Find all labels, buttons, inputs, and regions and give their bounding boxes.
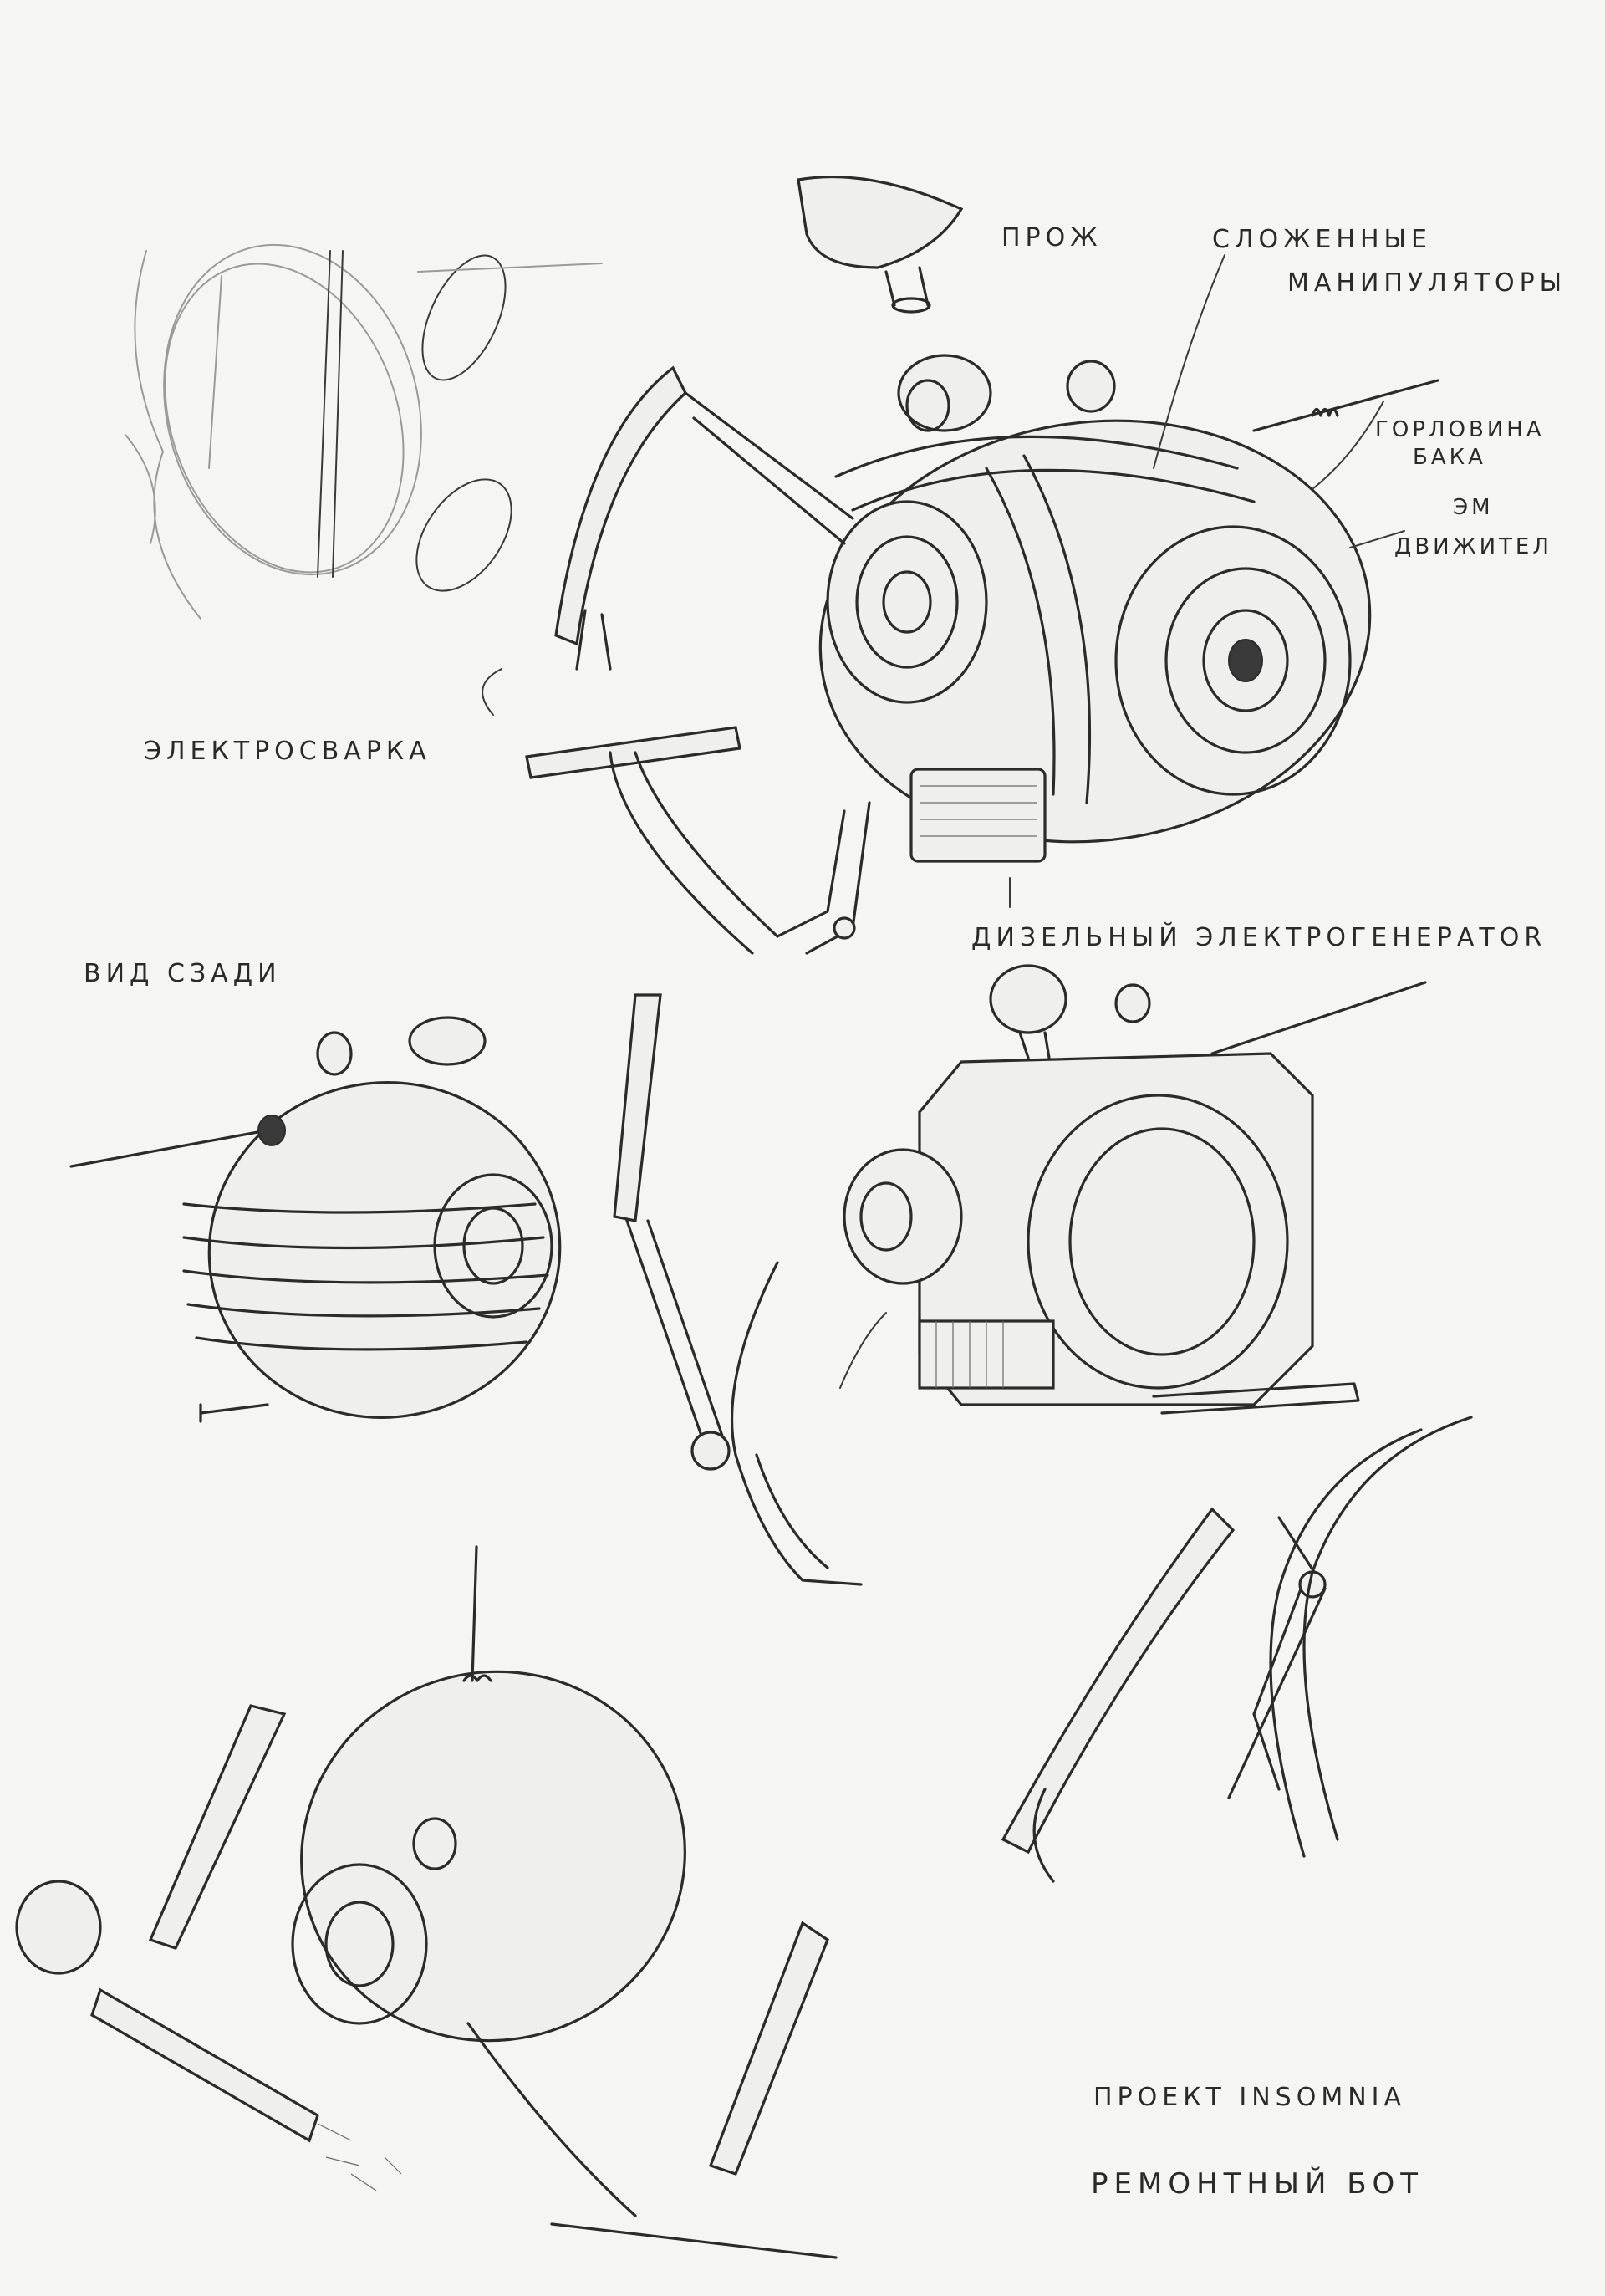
label-electric-welding: ЭЛЕКТРОСВАРКА — [144, 737, 431, 766]
diesel-generator-drawing — [843, 964, 1427, 1415]
detached-arm — [613, 993, 887, 1586]
label-diesel-generator: ДИЗЕЛЬНЫЙ ЭЛЕКТРОГЕНЕРАТOR — [971, 923, 1547, 952]
walking-robot-pose — [15, 1545, 838, 2259]
searchlight-detail — [797, 176, 964, 314]
label-tank-neck-line2: БАКА — [1413, 445, 1486, 470]
label-em-drive-line1: ЭМ — [1453, 495, 1494, 520]
main-robot-body — [818, 354, 1439, 863]
annotation-arrows — [482, 254, 1405, 908]
label-project-title: ПРОЕКТ INSOMNIA — [1093, 2083, 1407, 2112]
label-searchlight: ПРОЖ — [1001, 223, 1103, 253]
arm-detail-bottom-right — [1001, 1416, 1473, 1883]
main-robot-arms — [525, 365, 871, 955]
label-folded-manipulators-line2: МАНИПУЛЯТОРЫ — [1287, 268, 1567, 298]
label-em-drive-line2: ДВИЖИТЕЛ — [1394, 534, 1552, 559]
rear-view-robot — [69, 1016, 562, 1423]
faint-sphere-sketch — [125, 243, 603, 620]
label-folded-manipulators-line1: СЛОЖЕННЫЕ — [1212, 225, 1432, 254]
label-project-subtitle: РЕМОНТНЫЙ БОТ — [1091, 2167, 1424, 2201]
label-rear-view: ВИД СЗАДИ — [84, 959, 282, 988]
label-tank-neck-line1: ГОРЛОВИНА — [1375, 417, 1545, 442]
